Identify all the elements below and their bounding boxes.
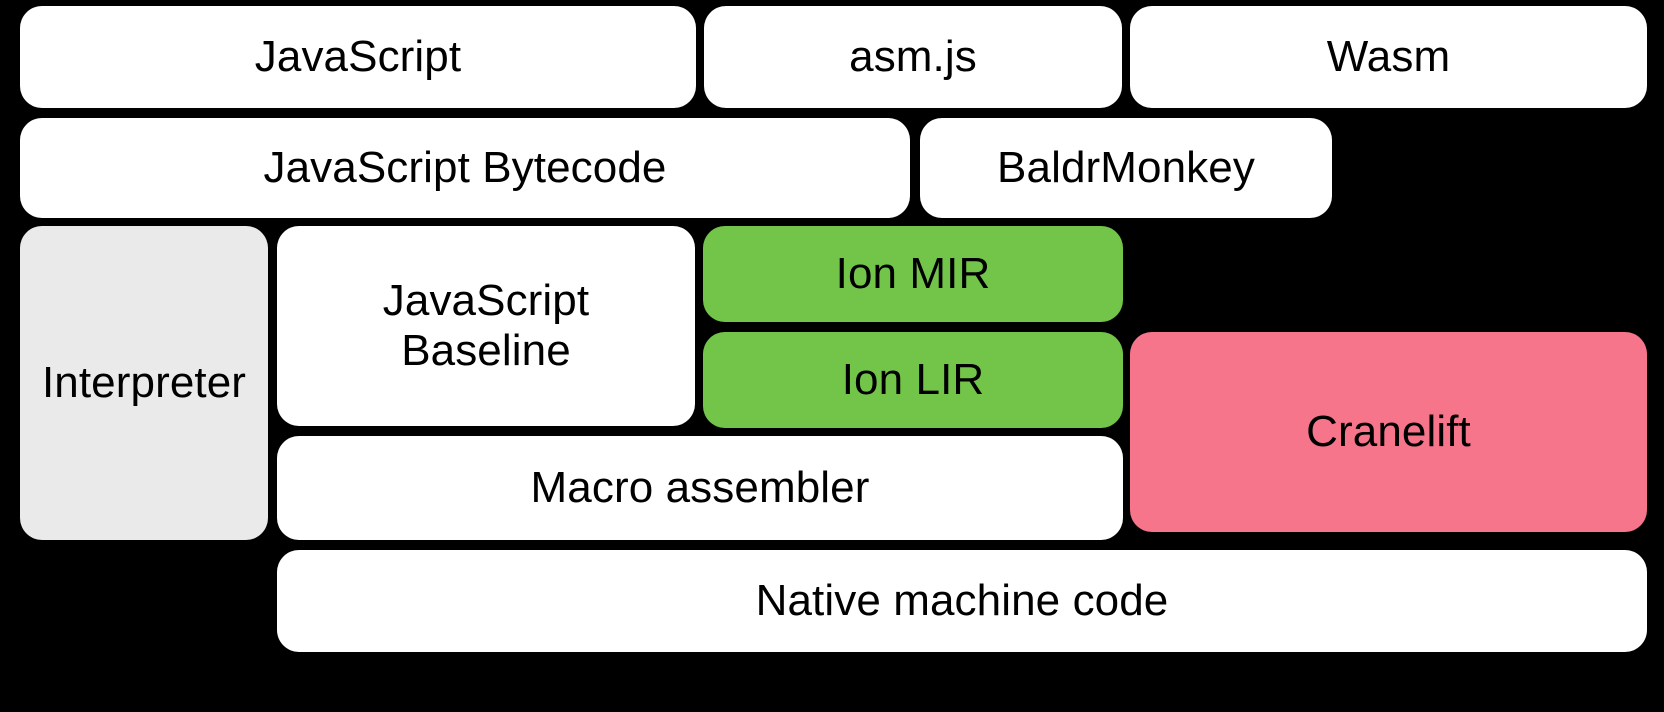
node-native-machine-code: Native machine code [277,550,1647,652]
node-javascript-bytecode: JavaScript Bytecode [20,118,910,218]
node-macro-assembler: Macro assembler [277,436,1123,540]
node-ion-mir: Ion MIR [703,226,1123,322]
node-javascript: JavaScript [20,6,696,108]
node-interpreter: Interpreter [20,226,268,540]
node-wasm: Wasm [1130,6,1647,108]
node-baldrmonkey: BaldrMonkey [920,118,1332,218]
node-ion-lir: Ion LIR [703,332,1123,428]
node-asmjs: asm.js [704,6,1122,108]
node-javascript-baseline: JavaScript Baseline [277,226,695,426]
node-cranelift: Cranelift [1130,332,1647,532]
